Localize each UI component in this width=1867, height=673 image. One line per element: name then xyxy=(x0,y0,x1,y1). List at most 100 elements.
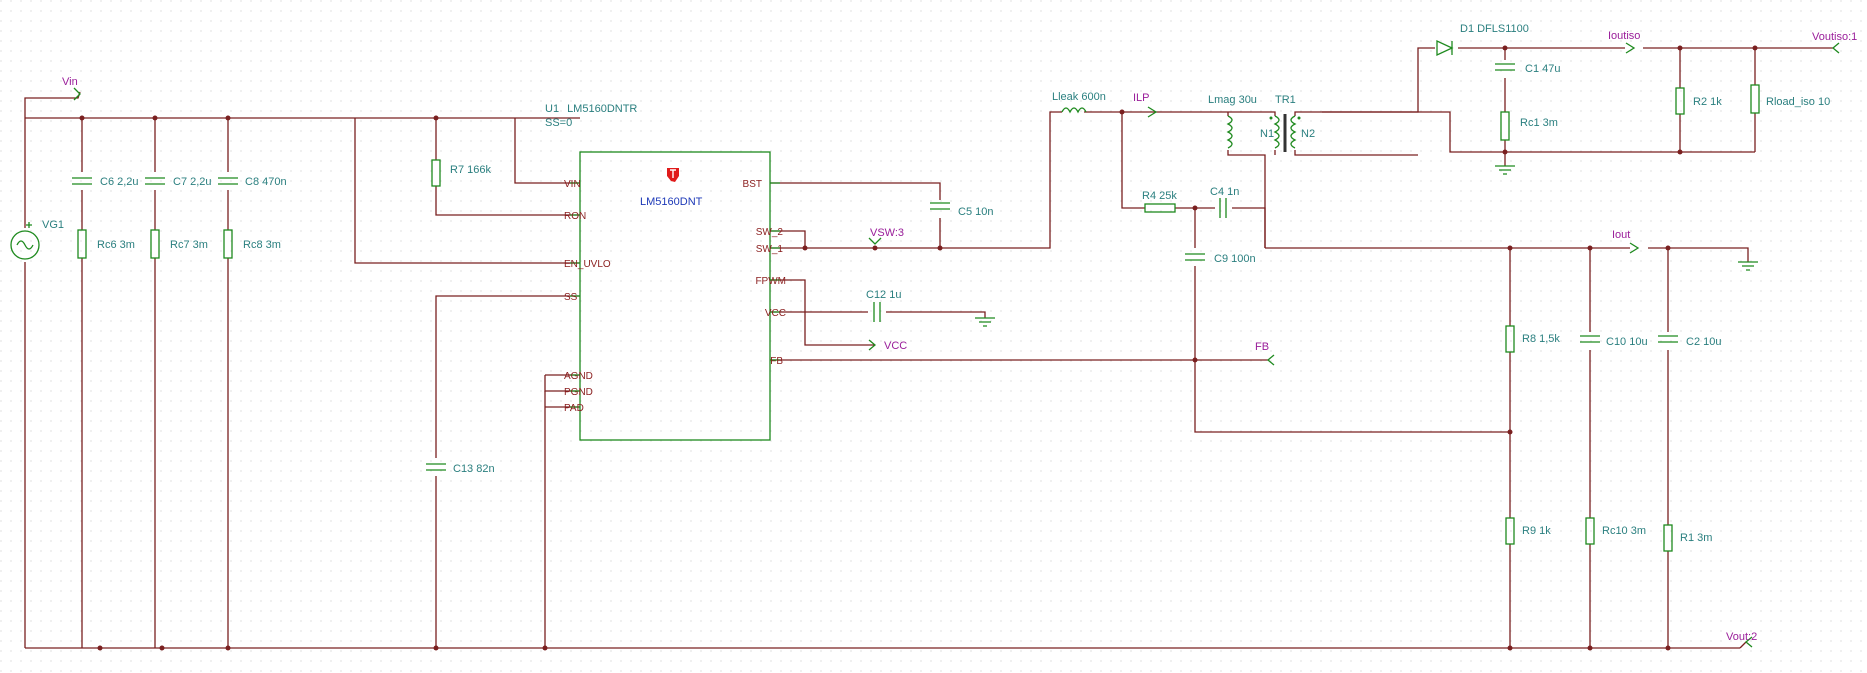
rc8-label: Rc8 3m xyxy=(243,239,281,251)
resistor-rload-iso[interactable] xyxy=(1750,84,1760,114)
net-terminal-vcc xyxy=(868,339,877,351)
net-terminal-vin xyxy=(73,87,81,101)
rc1-label: Rc1 3m xyxy=(1520,117,1558,129)
pin-vin: VIN xyxy=(564,179,581,190)
net-fb: FB xyxy=(1255,341,1269,353)
capacitor-c4[interactable] xyxy=(1219,198,1227,218)
rload-label: Rload_iso 10 xyxy=(1766,96,1830,108)
r2-label: R2 1k xyxy=(1693,96,1722,108)
net-vcc: VCC xyxy=(884,340,907,352)
rc7-label: Rc7 3m xyxy=(170,239,208,251)
resistor-r1[interactable] xyxy=(1663,524,1673,552)
resistor-r8[interactable] xyxy=(1505,325,1515,353)
rc6-label: Rc6 3m xyxy=(97,239,135,251)
rc10-label: Rc10 3m xyxy=(1602,525,1646,537)
capacitor-c7[interactable] xyxy=(145,177,165,185)
c2-label: C2 10u xyxy=(1686,336,1721,348)
c6-label: C6 2,2u xyxy=(100,176,139,188)
net-terminal-fb xyxy=(1266,354,1275,366)
pin-fpwm: FPWM xyxy=(755,276,786,287)
r7-label: R7 166k xyxy=(450,164,491,176)
lleak-label: Lleak 600n xyxy=(1052,91,1106,103)
resistor-r7[interactable] xyxy=(431,159,441,187)
chip-part-number: LM5160DNTR xyxy=(567,103,637,115)
ground-symbol-rc1 xyxy=(1495,165,1515,175)
lmag-label: Lmag 30u xyxy=(1208,94,1257,106)
pin-agnd: AGND xyxy=(564,371,593,382)
net-vout: Vout:2 xyxy=(1726,631,1757,643)
ti-logo-icon xyxy=(667,168,679,182)
c7-label: C7 2,2u xyxy=(173,176,212,188)
r1-label: R1 3m xyxy=(1680,532,1712,544)
current-probe-ilp xyxy=(1147,106,1158,118)
tr1-label: TR1 xyxy=(1275,94,1296,106)
c10-label: C10 10u xyxy=(1606,336,1648,348)
net-vsw: VSW:3 xyxy=(870,227,904,239)
capacitor-c8[interactable] xyxy=(218,177,238,185)
c9-label: C9 100n xyxy=(1214,253,1256,265)
net-iout: Iout xyxy=(1612,229,1630,241)
capacitor-c5[interactable] xyxy=(930,202,950,210)
net-voutiso: Voutiso:1 xyxy=(1812,31,1857,43)
resistor-r9[interactable] xyxy=(1505,517,1515,545)
c13-label: C13 82n xyxy=(453,463,495,475)
c1-label: C1 47u xyxy=(1525,63,1560,75)
pin-pgnd: PGND xyxy=(564,387,593,398)
diode-d1[interactable] xyxy=(1436,39,1454,57)
ground-symbol-iout xyxy=(1738,261,1758,271)
inductor-lleak[interactable] xyxy=(1061,107,1087,114)
resistor-rc1[interactable] xyxy=(1500,111,1510,141)
resistor-r4[interactable] xyxy=(1144,203,1176,213)
capacitor-c6[interactable] xyxy=(72,177,92,185)
pin-bst: BST xyxy=(743,179,762,190)
d1-label: D1 DFLS1100 xyxy=(1460,23,1529,35)
chip-ref-id: U1 xyxy=(545,103,559,115)
resistor-rc8[interactable] xyxy=(223,229,233,259)
r9-label: R9 1k xyxy=(1522,525,1551,537)
chip-u1[interactable] xyxy=(570,151,780,441)
c5-label: C5 10n xyxy=(958,206,993,218)
chip-name: LM5160DNT xyxy=(640,196,703,208)
current-probe-ioutiso xyxy=(1625,42,1636,54)
current-probe-iout xyxy=(1629,242,1640,254)
net-terminal-vout xyxy=(1744,636,1753,648)
capacitor-c1[interactable] xyxy=(1495,63,1515,71)
ground-symbol-c12 xyxy=(975,317,995,327)
net-terminal-vsw xyxy=(868,237,882,245)
r8-label: R8 1,5k xyxy=(1522,333,1560,345)
pin-ron: RON xyxy=(564,211,586,222)
resistor-rc10[interactable] xyxy=(1585,517,1595,545)
voltage-source-vg1[interactable] xyxy=(10,222,40,260)
inductor-lmag[interactable] xyxy=(1226,115,1233,149)
net-ioutiso: Ioutiso xyxy=(1608,30,1640,42)
c12-label: C12 1u xyxy=(866,289,901,301)
n2-label: N2 xyxy=(1301,128,1315,140)
c4-label: C4 1n xyxy=(1210,186,1239,198)
junction-dots xyxy=(79,45,1758,651)
vg1-label: VG1 xyxy=(42,219,64,231)
chip-param: SS=0 xyxy=(545,117,572,129)
net-terminal-voutiso xyxy=(1831,42,1840,54)
resistor-r2[interactable] xyxy=(1675,87,1685,115)
r4-label: R4 25k xyxy=(1142,190,1177,202)
resistor-rc7[interactable] xyxy=(150,229,160,259)
pin-pad: PAD xyxy=(564,403,584,414)
pin-en-uvlo: EN_UVLO xyxy=(564,259,611,270)
c8-label: C8 470n xyxy=(245,176,287,188)
pin-sw-1: SW_1 xyxy=(756,244,784,255)
transformer-tr1[interactable] xyxy=(1269,114,1301,152)
capacitor-c12[interactable] xyxy=(873,302,881,322)
capacitor-c13[interactable] xyxy=(426,463,446,471)
chip-ref: U1 LM5160DNTR xyxy=(545,103,637,115)
capacitor-c10[interactable] xyxy=(1580,335,1600,343)
net-vin: Vin xyxy=(62,76,78,88)
capacitor-c9[interactable] xyxy=(1185,253,1205,261)
wires xyxy=(24,47,1833,649)
resistor-rc6[interactable] xyxy=(77,229,87,259)
capacitor-c2[interactable] xyxy=(1658,335,1678,343)
net-ilp: ILP xyxy=(1133,92,1150,104)
n1-label: N1 xyxy=(1260,128,1274,140)
